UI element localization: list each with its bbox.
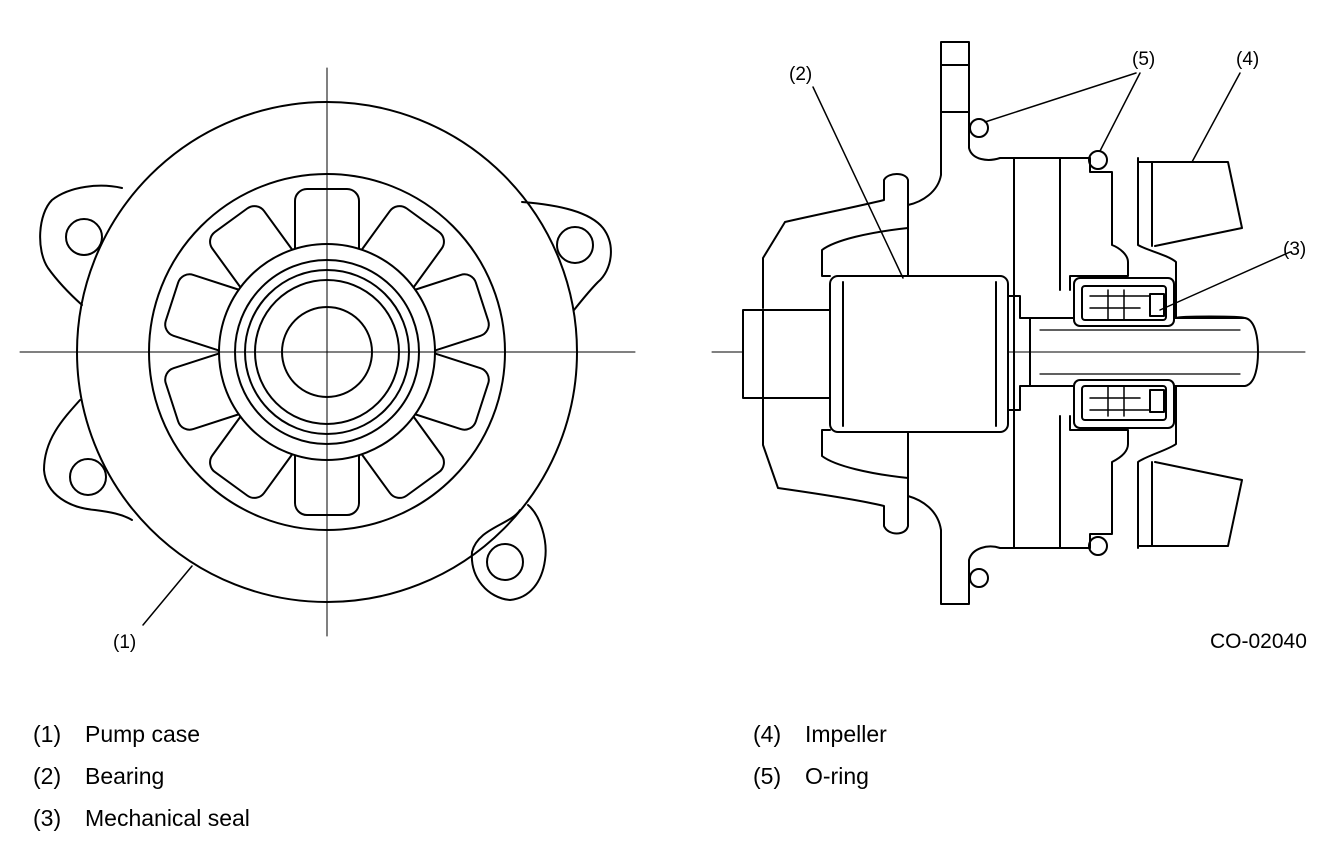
callout-bearing: (2) [789, 64, 812, 85]
water-pump-diagram: (1) (2) (5) (4) (3) CO-02040 [19, 41, 1307, 653]
legend-item: (1) Pump case [33, 723, 200, 746]
legend-number: (2) [33, 763, 62, 789]
o-ring-inner-upper [1088, 150, 1108, 170]
leader-line-mechanical-seal [1159, 251, 1291, 311]
leader-line-o-ring-2 [1099, 72, 1141, 152]
pump-case-front-view [19, 67, 636, 637]
legend-number: (1) [33, 721, 62, 747]
legend-number: (4) [753, 721, 782, 747]
leader-line-impeller [1191, 72, 1241, 163]
shaft-left-stub [742, 309, 832, 399]
legend-item: (3) Mechanical seal [33, 807, 250, 830]
flange-plate [907, 41, 1015, 605]
legend-text: Pump case [85, 721, 201, 747]
legend-item: (4) Impeller [753, 723, 887, 746]
legend-number: (5) [753, 763, 782, 789]
legend-item: (5) O-ring [753, 765, 869, 788]
bearing [829, 275, 1009, 433]
pump-section-side-view [711, 41, 1306, 605]
bolt-hole-upper-right [556, 226, 594, 264]
legend-text: Mechanical seal [85, 805, 250, 831]
bolt-hole-upper-left [65, 218, 103, 256]
bolt-hole-lower-right [486, 543, 524, 581]
mounting-ear-lower-right [470, 504, 547, 601]
o-ring-outer-lower [969, 568, 989, 588]
housing-inner-upper [821, 227, 909, 277]
legend-number: (3) [33, 805, 62, 831]
bolt-hole-lower-left [69, 458, 107, 496]
leader-line-o-ring-1 [984, 72, 1137, 123]
o-ring-inner-lower [1088, 536, 1108, 556]
legend-text: O-ring [805, 763, 869, 789]
impeller-vane-lower [1137, 461, 1243, 547]
legend-text: Bearing [85, 763, 165, 789]
legend-item: (2) Bearing [33, 765, 164, 788]
seal-housing-upper [1069, 157, 1129, 291]
callout-pump-case: (1) [113, 632, 136, 653]
mounting-ear-upper-right [521, 201, 612, 311]
housing-outer-lower [762, 397, 909, 535]
callout-impeller: (4) [1236, 49, 1259, 70]
pump-case-outer-circle [76, 101, 578, 603]
mounting-ear-lower-left [43, 399, 133, 521]
mechanical-seal-lower [1073, 379, 1175, 429]
mounting-ear-upper-left [39, 184, 123, 306]
leader-line-bearing [812, 86, 904, 279]
figure-code: CO-02040 [1210, 630, 1307, 653]
callout-mechanical-seal: (3) [1283, 239, 1306, 260]
leader-line-pump-case [142, 565, 193, 626]
o-ring-outer-upper [969, 118, 989, 138]
housing-inner-lower [821, 429, 909, 479]
seal-housing-lower [1069, 415, 1129, 549]
pump-case-rib-ring [148, 173, 506, 531]
callout-o-ring: (5) [1132, 49, 1155, 70]
impeller-hub [1137, 157, 1177, 319]
legend-text: Impeller [805, 721, 887, 747]
impeller-vane-upper [1137, 161, 1243, 247]
housing-outer-upper [762, 173, 909, 309]
shaft-right [1007, 295, 1259, 411]
mechanical-seal-upper [1073, 277, 1175, 327]
